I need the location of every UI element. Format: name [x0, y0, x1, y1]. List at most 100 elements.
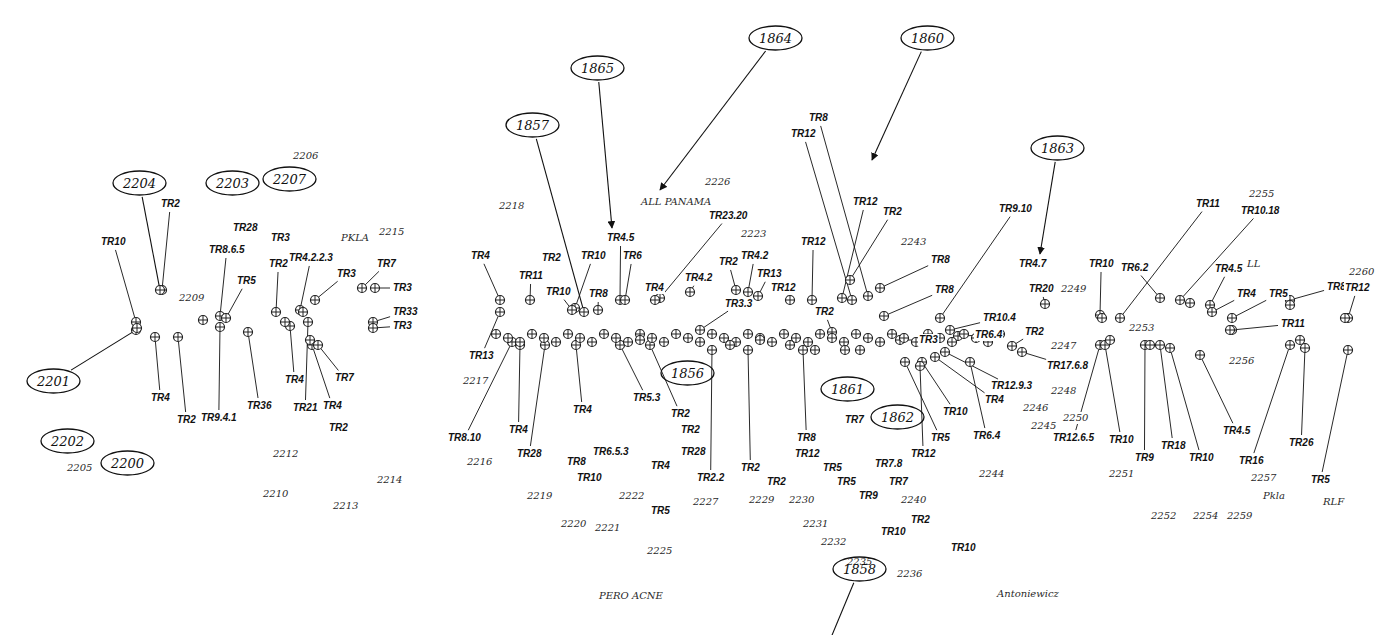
- survey-point: [816, 330, 825, 339]
- survey-point: [299, 308, 308, 317]
- survey-point-cross: [540, 334, 549, 343]
- point-label: TR4.2: [740, 250, 769, 262]
- point-label: TR4: [508, 424, 529, 436]
- survey-point: [744, 330, 753, 339]
- handwritten-note: ALL PANAMA: [640, 196, 712, 208]
- leader-line: [620, 246, 621, 296]
- survey-point-cross: [660, 338, 669, 347]
- handwritten-note: 2252: [1150, 510, 1177, 522]
- survey-point-cross: [864, 292, 873, 301]
- survey-point-ring: [358, 284, 367, 293]
- survey-point: [786, 296, 795, 305]
- survey-point-ring: [1106, 336, 1115, 345]
- survey-point-cross: [1186, 299, 1195, 308]
- point-label: TR4: [650, 460, 671, 472]
- survey-point-ring: [768, 338, 777, 347]
- survey-point-ring: [936, 314, 945, 323]
- handwritten-note: 2222: [618, 490, 645, 502]
- survey-point-cross: [1208, 308, 1217, 317]
- survey-point: [708, 346, 717, 355]
- point-label: TR4: [470, 250, 491, 262]
- leader-line: [468, 346, 510, 430]
- survey-point-ring: [281, 318, 290, 327]
- handwritten-note: LL: [1246, 258, 1261, 270]
- hand-circle-outline: [749, 26, 802, 50]
- handwritten-note: 2249: [1060, 283, 1087, 295]
- survey-point-ring: [660, 338, 669, 347]
- leader-line: [377, 317, 390, 321]
- survey-point-ring: [1186, 299, 1195, 308]
- point-label: TR4.7: [1018, 258, 1047, 270]
- survey-point: [151, 333, 160, 342]
- point-label: TR5: [1310, 474, 1331, 486]
- survey-point-cross: [780, 330, 789, 339]
- survey-point: [811, 346, 820, 355]
- survey-point-cross: [744, 288, 753, 297]
- survey-point-cross: [552, 338, 561, 347]
- survey-point: [1146, 341, 1155, 350]
- survey-point-ring: [1156, 294, 1165, 303]
- circled-number-text: 1862: [881, 410, 914, 425]
- survey-point: [492, 330, 501, 339]
- survey-point-cross: [841, 346, 850, 355]
- survey-point: [612, 334, 621, 343]
- survey-point-cross: [876, 338, 885, 347]
- point-label: TR10.18: [1240, 205, 1280, 217]
- survey-point-cross: [744, 330, 753, 339]
- point-label: TR10: [576, 472, 602, 484]
- handwritten-note: 2229: [748, 494, 775, 506]
- survey-point-ring: [708, 330, 717, 339]
- survey-point-cross: [624, 338, 633, 347]
- survey-point-cross: [828, 334, 837, 343]
- survey-point-cross: [846, 276, 855, 285]
- leader-line: [852, 220, 887, 276]
- survey-point-ring: [846, 276, 855, 285]
- point-label: TR2: [268, 258, 289, 270]
- leader-line: [219, 332, 220, 411]
- leader-line: [228, 289, 242, 314]
- survey-point-ring: [1166, 344, 1175, 353]
- survey-point-cross: [1344, 346, 1353, 355]
- survey-point-ring: [156, 286, 165, 295]
- survey-point-cross: [1156, 341, 1165, 350]
- handwritten-note: 2219: [526, 490, 553, 502]
- hand-circle-outline: [206, 171, 259, 195]
- handwritten-note: 2232: [820, 536, 847, 548]
- circled-number: 1857: [505, 112, 560, 138]
- handwritten-note: PKLA: [340, 232, 370, 244]
- leader-line: [812, 250, 814, 296]
- survey-point: [1018, 348, 1027, 357]
- survey-point-cross: [496, 308, 505, 317]
- survey-point: [216, 323, 225, 332]
- survey-point-cross: [1226, 326, 1235, 335]
- leader-line: [576, 349, 581, 402]
- survey-point: [588, 338, 597, 347]
- survey-point-ring: [1156, 341, 1165, 350]
- survey-point: [732, 286, 741, 295]
- point-label: TR10: [942, 406, 968, 418]
- survey-point-cross: [492, 330, 501, 339]
- handwritten-note: 2247: [1050, 340, 1077, 352]
- survey-point-cross: [222, 314, 231, 323]
- survey-point-cross: [1041, 300, 1050, 309]
- handwritten-note: RLF: [1322, 496, 1345, 508]
- survey-point: [901, 358, 910, 367]
- survey-point-cross: [588, 338, 597, 347]
- leader-line: [1349, 296, 1354, 314]
- survey-point-ring: [828, 334, 837, 343]
- point-label: TR9: [858, 490, 879, 502]
- survey-point: [1186, 299, 1195, 308]
- survey-point-ring: [580, 308, 589, 317]
- survey-point-cross: [856, 346, 865, 355]
- survey-point-ring: [838, 294, 847, 303]
- leader-line: [519, 349, 520, 422]
- leader-line: [821, 126, 867, 292]
- circled-number: 2203: [205, 170, 260, 196]
- survey-point-ring: [311, 296, 320, 305]
- point-label: TR26: [1288, 437, 1314, 449]
- leader-line: [318, 281, 337, 297]
- survey-point-cross: [966, 358, 975, 367]
- survey-point: [696, 338, 705, 347]
- point-label: TR12.9.3: [990, 380, 1033, 392]
- survey-point-ring: [526, 296, 535, 305]
